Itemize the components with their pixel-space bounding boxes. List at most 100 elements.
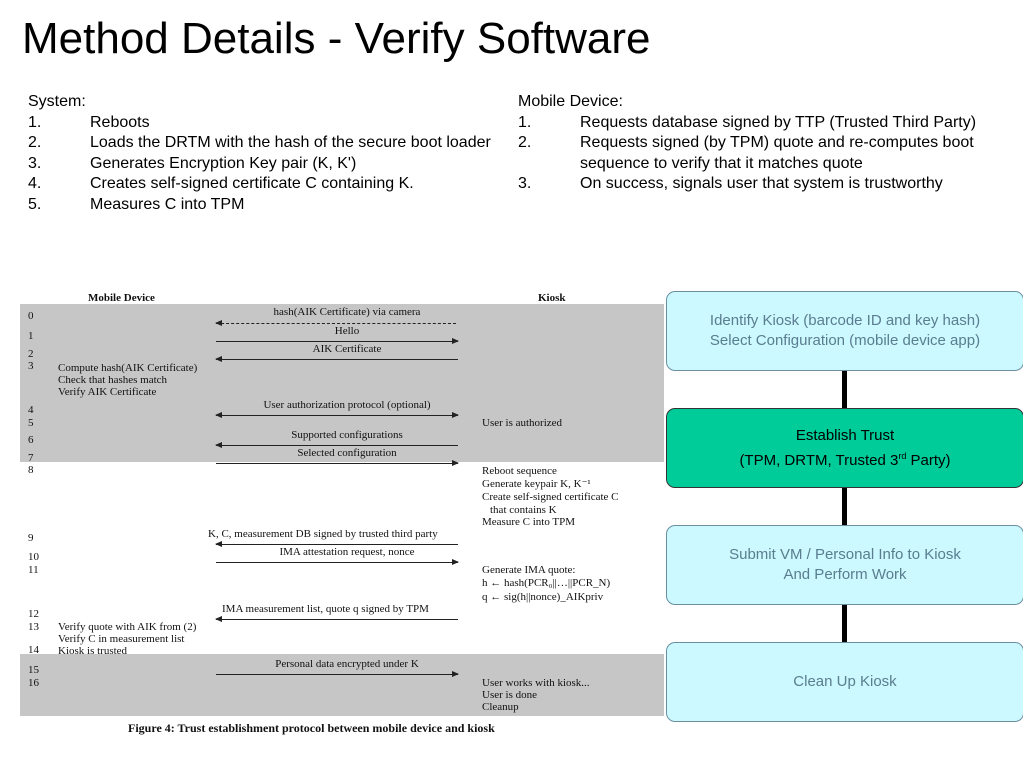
line-number: 9 [28,532,34,544]
flow-box-clean-up: Clean Up Kiosk [666,642,1023,722]
left-note: Kiosk is trusted [58,645,128,657]
arrow-right [216,671,459,677]
right-note: h ← hash(PCR₀||…||PCR_N) [482,577,611,589]
shaded-band [20,304,664,462]
item-number: 4. [28,175,42,192]
message-label: Selected configuration [297,447,397,459]
item-text: Measures C into TPM [90,195,245,213]
list-item: 3. Generates Encryption Key pair (K, K') [28,154,498,175]
item-number: 1. [28,113,42,131]
line-number: 6 [28,434,34,446]
flow-box-submit-vm: Submit VM / Personal Info to Kiosk And P… [666,525,1023,605]
arrow-left [215,541,458,547]
flow-box-identify-kiosk: Identify Kiosk (barcode ID and key hash)… [666,291,1023,371]
line-number: 0 [28,310,34,322]
right-note: Generate keypair K, K⁻¹ [482,478,591,490]
figure-caption: Figure 4: Trust establishment protocol b… [128,721,495,735]
left-note: Verify AIK Certificate [58,386,157,398]
item-text: On success, signals user that system is … [580,175,943,192]
flow-box-line: Establish Trust [795,426,895,444]
item-text: Loads the DRTM with the hash of the secu… [90,134,491,151]
mobile-heading: Mobile Device: [518,93,623,110]
line-number: 8 [28,464,34,476]
flow-box-line: Identify Kiosk (barcode ID and key hash) [709,312,981,329]
line-number: 12 [28,608,39,620]
right-note: Cleanup [482,701,519,713]
flow-box-line: Submit VM / Personal Info to Kiosk [729,546,961,563]
right-note: Create self-signed certificate C [482,491,619,503]
right-note: User is authorized [482,417,563,429]
right-note: that contains K [490,504,557,516]
arrow-bidirectional [215,412,459,418]
line-number: 3 [28,360,34,372]
flow-box-line: (TPM, DRTM, Trusted 3rd Party) [739,450,951,469]
line-number: 15 [28,664,39,676]
line-number: 4 [28,404,34,416]
right-note: User works with kiosk... [482,677,590,689]
line-number: 5 [28,417,34,429]
list-item: 2. Requests signed (by TPM) quote and re-… [518,133,998,174]
protocol-figure: Mobile Device Kiosk 0 1 2 3 4 5 6 7 8 9 … [20,290,664,740]
right-note: Measure C into TPM [482,516,575,528]
line-number: 1 [28,330,34,342]
line-number: 7 [28,452,34,464]
arrow-left [215,356,458,362]
list-item: 4. Creates self-signed certificate C cont… [28,174,498,195]
arrow-right [216,338,459,344]
message-label: AIK Certificate [312,343,382,355]
arrow-left [215,442,458,448]
item-text: Creates self-signed certificate C contai… [90,175,414,192]
line-number: 16 [28,677,39,689]
header-mobile-device: Mobile Device [88,292,155,304]
flow-box-line: Clean Up Kiosk [793,673,897,690]
message-label: IMA attestation request, nonce [279,546,415,558]
line-number: 10 [28,551,39,563]
left-note: Verify quote with AIK from (2) [58,621,197,633]
right-note: Reboot sequence [482,465,557,477]
message-label: Hello [334,325,360,337]
item-text: Requests signed (by TPM) quote and re-co… [580,134,974,172]
item-text: Generates Encryption Key pair (K, K') [90,154,357,172]
flow-box-line: And Perform Work [783,566,907,583]
item-text: Requests database signed by TTP (Trusted… [580,113,977,131]
message-label: Personal data encrypted under K [275,658,419,670]
message-label: IMA measurement list, quote q signed by … [222,603,429,615]
line-number: 13 [28,621,39,633]
left-note: Verify C in measurement list [58,633,185,645]
item-number: 5. [28,195,42,213]
line-number: 2 [28,348,34,360]
line-number: 11 [28,564,39,576]
list-item: 1. Reboots [28,113,498,134]
message-label: K, C, measurement DB signed by trusted t… [208,528,438,540]
flow-box-line: Select Configuration (mobile device app) [709,332,981,349]
page-title: Method Details - Verify Software [22,14,651,63]
item-number: 3. [518,175,532,192]
system-heading: System: [28,93,86,110]
item-number: 2. [28,134,42,151]
arrow-right [216,559,459,565]
item-number: 2. [518,134,532,151]
system-steps: System: 1. Reboots 2. Loads the DRTM with … [28,92,498,215]
item-number: 1. [518,113,532,131]
flow-connector [842,360,847,660]
item-text: Reboots [90,113,150,131]
right-note: q ← sig(h||nonce)_AIKpriv [482,591,604,603]
shaded-band [20,654,664,716]
arrow-left [215,616,458,622]
list-item: 5. Measures C into TPM [28,195,498,216]
list-item: 2. Loads the DRTM with the hash of the se… [28,133,498,154]
arrow-left [215,320,456,326]
message-label: User authorization protocol (optional) [263,399,431,411]
left-note: Compute hash(AIK Certificate) [58,362,198,374]
message-label: hash(AIK Certificate) via camera [273,306,421,318]
mobile-device-steps: Mobile Device: 1. Requests database signe… [518,92,998,195]
arrow-right [216,460,459,466]
flow-box-establish-trust: Establish Trust (TPM, DRTM, Trusted 3rd … [666,408,1023,488]
item-number: 3. [28,154,42,172]
list-item: 3. On success, signals user that system i… [518,174,998,195]
line-number: 14 [28,644,39,656]
list-item: 1. Requests database signed by TTP (Trust… [518,113,998,134]
left-note: Check that hashes match [58,374,168,386]
header-kiosk: Kiosk [538,292,566,304]
message-label: Supported configurations [291,429,403,441]
